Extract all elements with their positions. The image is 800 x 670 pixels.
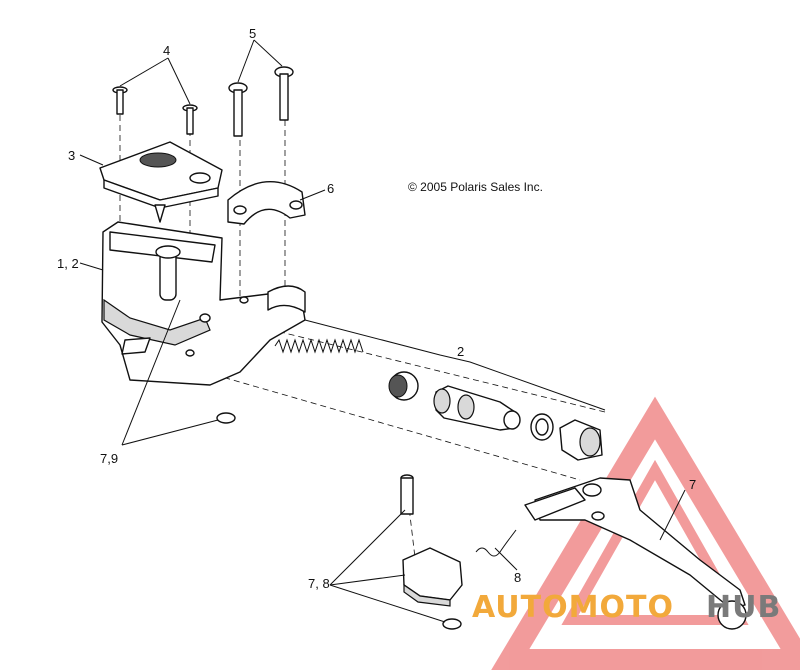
leader-lines: [79, 39, 686, 623]
circlip: [442, 618, 462, 630]
callout-8: 8: [514, 570, 521, 585]
callout-6: 6: [327, 181, 334, 196]
screw-4-right: [182, 104, 198, 135]
dust-boot: [559, 419, 603, 461]
callout-4: 4: [163, 43, 170, 58]
o-ring: [216, 412, 236, 424]
callout-3: 3: [68, 148, 75, 163]
spring: [274, 338, 364, 354]
watermark-logo: AUTOMOTO HUB: [472, 590, 781, 625]
return-spring: [475, 529, 517, 557]
callout-7: 7: [689, 477, 696, 492]
bolt-5-left: [228, 82, 248, 137]
screw-4-left: [112, 86, 128, 115]
reservoir-cover: [99, 141, 223, 223]
callout-5: 5: [249, 26, 256, 41]
callout-7-8: 7, 8: [308, 576, 330, 591]
brake-lever: [524, 477, 747, 630]
callout-1-2: 1, 2: [57, 256, 79, 271]
copyright-text: © 2005 Polaris Sales Inc.: [408, 180, 543, 194]
watermark-text-hub: HUB: [706, 590, 781, 625]
master-cylinder-body: [101, 221, 306, 386]
brake-switch: [402, 547, 463, 607]
piston: [433, 385, 521, 431]
watermark-text-automoto: AUTOMOTO: [472, 590, 674, 625]
handlebar-clamp: [227, 181, 306, 225]
pivot-pin: [400, 474, 414, 515]
callout-2: 2: [457, 344, 464, 359]
watermark-triangle: [491, 396, 800, 670]
bolt-5-right: [274, 66, 294, 121]
callout-7-9: 7,9: [100, 451, 118, 466]
washer-hole: [535, 418, 549, 436]
cup-seal: [388, 371, 419, 401]
